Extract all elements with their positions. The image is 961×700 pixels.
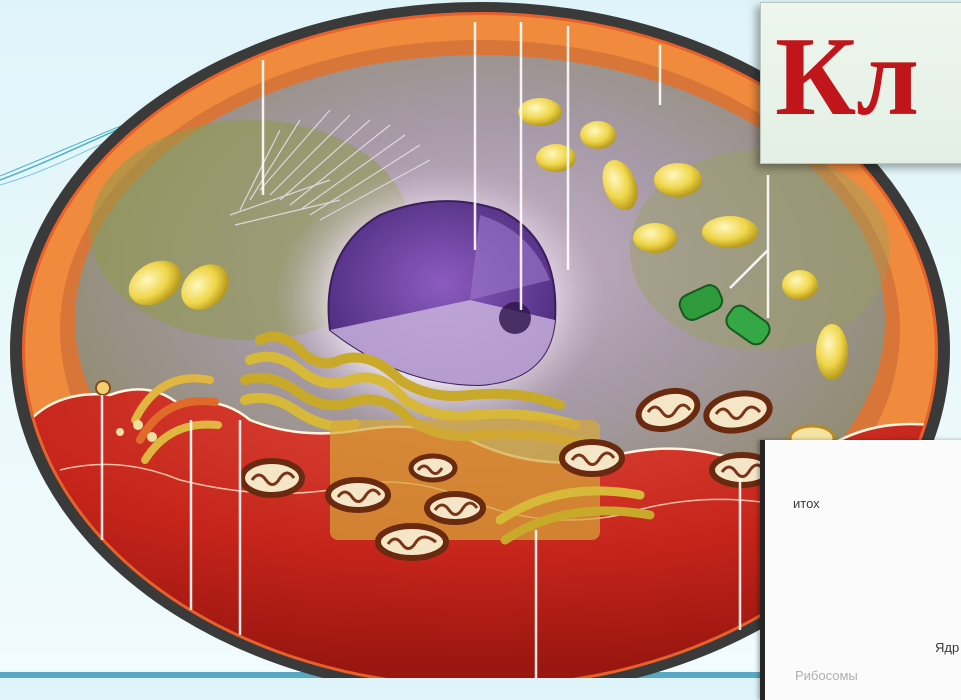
slide-title-box: Кл: [760, 2, 961, 164]
mitochondrion-icon: [427, 494, 483, 522]
background-textbook-page: итох Ядр Рибосомы: [760, 440, 961, 700]
vesicle-icon: [782, 270, 818, 300]
vesicle-icon: [580, 121, 616, 149]
mitochondrion-icon: [378, 526, 446, 558]
vesicle-icon: [816, 324, 848, 380]
vesicle-icon: [96, 381, 110, 395]
mitochondrion-icon: [242, 461, 302, 495]
slide-title: Кл: [775, 21, 919, 133]
vesicle-icon: [654, 163, 702, 197]
vesicle-icon: [633, 223, 677, 253]
vesicle-icon: [133, 420, 143, 430]
vesicle-icon: [702, 216, 758, 248]
textbook-fragment: Ядр: [935, 640, 959, 655]
mitochondrion-icon: [328, 480, 388, 510]
vesicle-icon: [116, 428, 124, 436]
vesicle-icon: [518, 98, 562, 126]
mitochondrion-icon: [411, 456, 455, 480]
vesicle-icon: [536, 144, 576, 172]
nucleolus-icon: [499, 302, 531, 334]
textbook-fragment: Рибосомы: [795, 668, 858, 683]
vesicle-icon: [147, 432, 157, 442]
textbook-fragment: итох: [793, 496, 820, 511]
mitochondrion-icon: [562, 442, 622, 474]
